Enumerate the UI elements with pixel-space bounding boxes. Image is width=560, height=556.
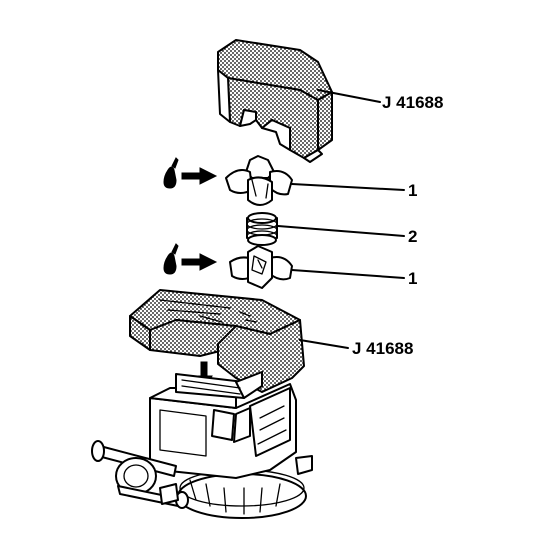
part-2-spring: [246, 212, 278, 246]
callout-part-1-lower: 1: [408, 269, 417, 288]
leader-lines: [277, 89, 405, 349]
oil-can-icon-lower: [163, 243, 179, 275]
oil-can-icon-upper: [163, 157, 179, 189]
callout-part-2: 2: [408, 227, 417, 246]
part-1-lower: [229, 245, 293, 289]
callout-tool-top: J 41688: [382, 93, 443, 112]
upper-tool-block: [217, 39, 333, 163]
bench-vise: [91, 371, 313, 519]
arrow-right-icon-upper: [181, 167, 218, 185]
part-1-upper: [225, 155, 293, 206]
callout-part-1-upper: 1: [408, 181, 417, 200]
lower-tool-block: [129, 289, 305, 393]
callout-tool-bottom: J 41688: [352, 339, 413, 358]
arrow-right-icon-lower: [181, 253, 218, 271]
